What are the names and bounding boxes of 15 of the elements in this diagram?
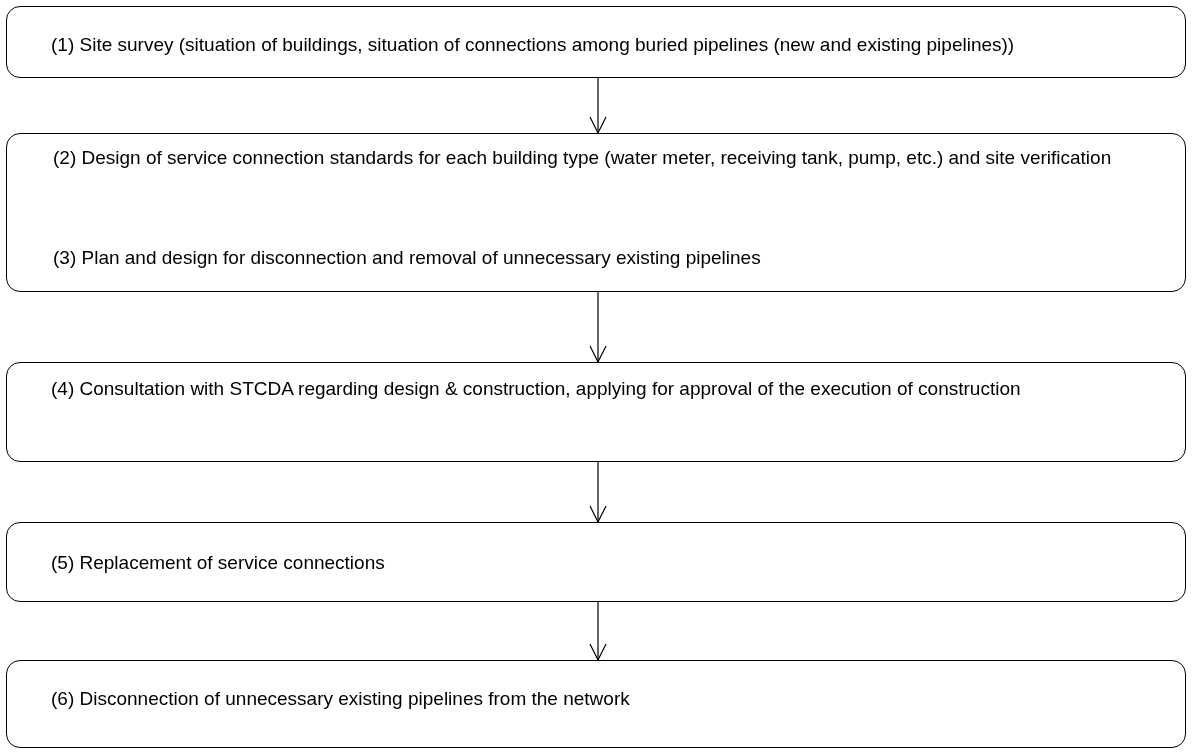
process-box [6,133,1186,292]
step-text: (5) Replacement of service connections [51,551,386,575]
process-box [6,362,1186,462]
step-text: (1) Site survey (situation of buildings, situation of connections among buried pipelines (new and existing pipelines)) [51,33,1016,57]
arrow [589,461,607,523]
arrow [589,601,607,661]
step-text: (3) Plan and design for disconnection and removal of unnecessary existing pipelines [53,246,762,270]
process-box [6,660,1186,748]
process-box [6,6,1186,78]
arrow [589,77,607,134]
step-text: (2) Design of service connection standards for each building type (water meter, receiving tank, pump, etc.) and site verification [53,146,1113,170]
step-text: (4) Consultation with STCDA regarding design & construction, applying for approval of the execution of construction [51,377,1022,401]
step-text: (6) Disconnection of unnecessary existing pipelines from the network [51,687,631,711]
arrow [589,291,607,363]
process-box [6,522,1186,602]
